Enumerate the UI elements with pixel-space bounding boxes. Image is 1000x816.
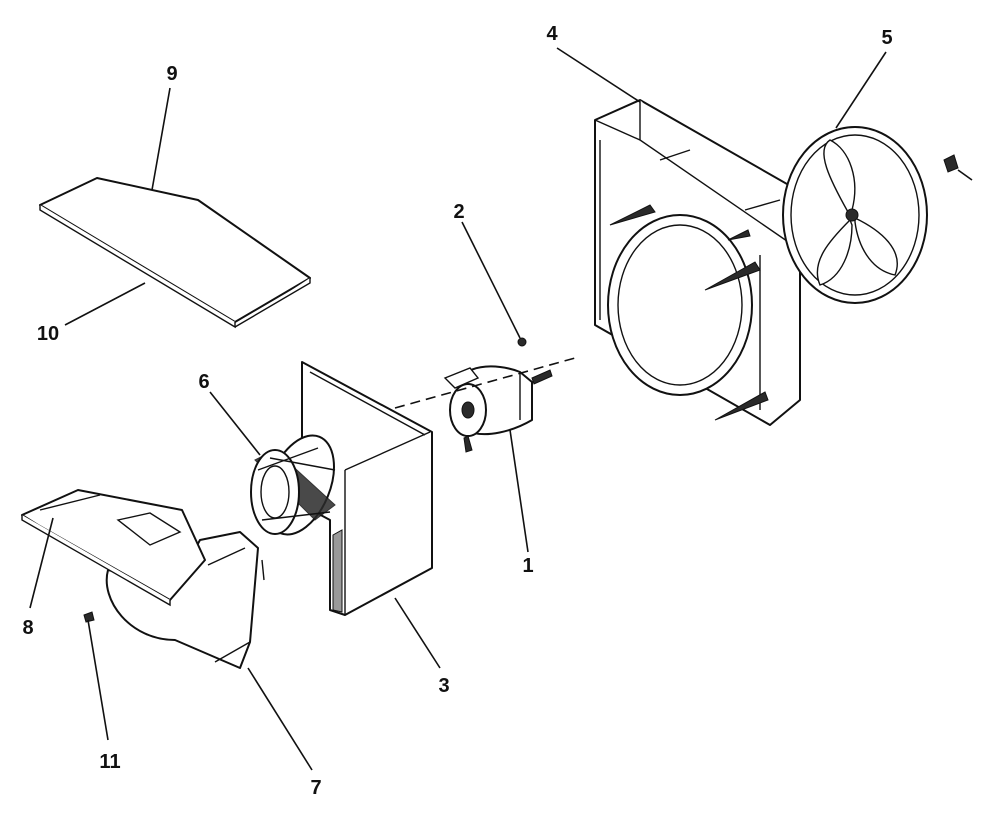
callout-9: 9 <box>166 63 177 85</box>
leader-line-1 <box>509 429 529 553</box>
leader-line-5 <box>835 51 887 129</box>
leader-line-2 <box>461 221 521 339</box>
fan-motor <box>443 365 553 453</box>
callout-8: 8 <box>22 617 33 639</box>
leader-line-3 <box>394 597 441 669</box>
small-screw <box>83 611 95 623</box>
screw <box>517 337 527 347</box>
leader-line-11 <box>87 619 109 741</box>
callout-7: 7 <box>310 777 321 799</box>
condenser-housing <box>594 99 816 426</box>
callout-4: 4 <box>546 23 558 45</box>
leader-line-8 <box>29 517 54 609</box>
blower-wheel <box>250 434 336 536</box>
callout-10: 10 <box>37 323 59 345</box>
callout-11: 11 <box>99 751 120 773</box>
condenser-fan-blade <box>782 126 973 304</box>
callout-3: 3 <box>438 675 449 697</box>
callout-6: 6 <box>198 371 209 393</box>
filter-panel <box>39 177 311 329</box>
callout-1: 1 <box>522 555 533 577</box>
leader-line-10 <box>64 282 146 326</box>
leader-line-7 <box>247 667 313 771</box>
top-cover-plate <box>21 489 206 607</box>
blower-mounting-plate <box>301 361 433 616</box>
leader-line-4 <box>556 47 641 103</box>
callout-2: 2 <box>453 201 464 223</box>
leader-line-9 <box>151 87 171 191</box>
callout-5: 5 <box>881 27 892 49</box>
leader-line-6 <box>209 391 261 456</box>
